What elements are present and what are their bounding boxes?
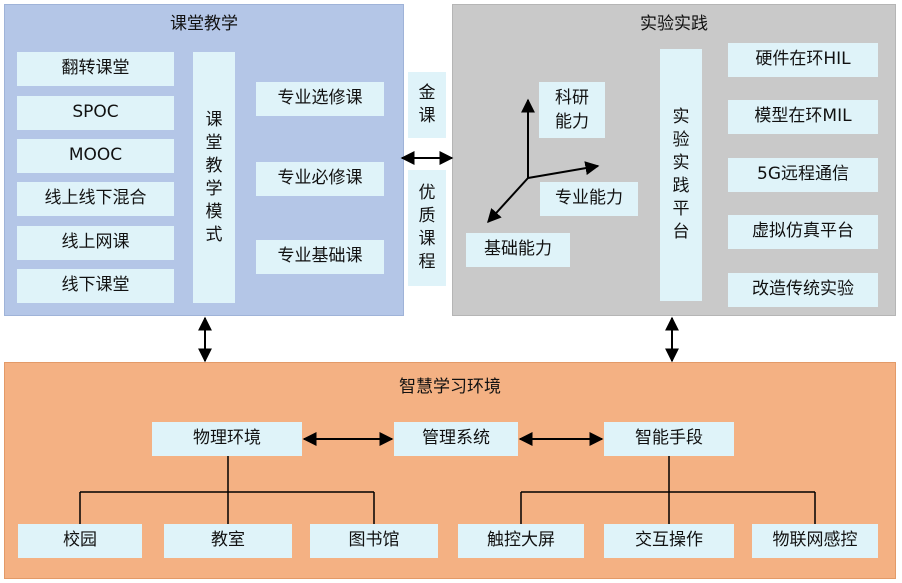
mode-offline: 线下课堂 <box>17 269 174 303</box>
iot-sensing-box: 物联网感控 <box>752 524 878 558</box>
classroom-teaching-mode-label: 课堂教学模式 <box>193 52 235 303</box>
lab-item-5g: 5G远程通信 <box>728 158 878 192</box>
mode-online: 线上网课 <box>17 226 174 260</box>
campus-box: 校园 <box>18 524 142 558</box>
management-system-box: 管理系统 <box>394 422 518 456</box>
mode-spoc: SPOC <box>17 96 174 130</box>
library-box: 图书馆 <box>310 524 438 558</box>
lab-practice-platform-char: 平 <box>672 199 690 219</box>
gold-course-char: 金 <box>418 83 436 103</box>
lab-practice-platform-char: 台 <box>672 222 690 242</box>
smart-learning-environment-panel <box>4 362 896 579</box>
mode-blended: 线上线下混合 <box>17 182 174 216</box>
lab-item-traditional: 改造传统实验 <box>728 273 878 307</box>
course-elective: 专业选修课 <box>256 82 384 116</box>
lab-practice-platform-char: 实 <box>672 153 690 173</box>
course-required: 专业必修课 <box>256 162 384 196</box>
mode-flipped-classroom: 翻转课堂 <box>17 52 174 86</box>
basic-ability-box: 基础能力 <box>466 233 570 267</box>
quality-course-char: 程 <box>418 252 436 272</box>
lab-practice-platform-char: 践 <box>672 176 690 196</box>
physical-environment-box: 物理环境 <box>152 422 302 456</box>
lab-practice-title: 实验实践 <box>640 14 708 34</box>
classroom-teaching-mode-char: 堂 <box>205 132 223 153</box>
lab-practice-platform-label: 实验实践平台 <box>660 49 702 301</box>
classroom-teaching-mode-char: 式 <box>205 224 223 245</box>
lab-practice-platform-char: 实 <box>672 107 690 127</box>
classroom-teaching-mode-char: 学 <box>205 178 223 199</box>
classroom-teaching-mode-char: 课 <box>205 109 223 130</box>
lab-item-hil: 硬件在环HIL <box>728 43 878 77</box>
smart-means-box: 智能手段 <box>604 422 734 456</box>
gold-course-label: 金课 <box>408 72 446 138</box>
quality-course-char: 优 <box>418 183 436 203</box>
touch-screen-box: 触控大屏 <box>458 524 584 558</box>
quality-course-label: 优质课程 <box>408 170 446 286</box>
mode-mooc: MOOC <box>17 139 174 173</box>
lab-practice-platform-char: 验 <box>672 130 690 150</box>
lab-item-virtual-sim: 虚拟仿真平台 <box>728 215 878 249</box>
classroom-box: 教室 <box>164 524 292 558</box>
interactive-operation-box: 交互操作 <box>604 524 734 558</box>
professional-ability-box: 专业能力 <box>540 182 638 216</box>
quality-course-char: 质 <box>418 206 436 226</box>
course-foundation: 专业基础课 <box>256 240 384 274</box>
classroom-teaching-title: 课堂教学 <box>170 14 238 34</box>
gold-course-char: 课 <box>418 106 436 126</box>
research-ability-label: 科研能力 <box>555 88 589 132</box>
research-ability-box: 科研能力 <box>539 82 605 138</box>
lab-item-mil: 模型在环MIL <box>728 100 878 134</box>
quality-course-char: 课 <box>418 229 436 249</box>
smart-environment-title: 智慧学习环境 <box>399 377 501 397</box>
classroom-teaching-mode-char: 教 <box>205 155 223 176</box>
classroom-teaching-mode-char: 模 <box>205 201 223 222</box>
